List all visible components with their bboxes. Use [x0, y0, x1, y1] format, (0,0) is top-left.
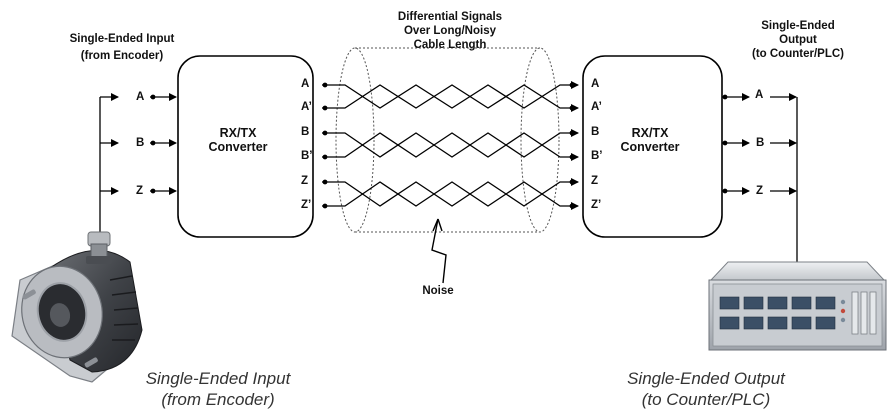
signals-title: Differential Signals Over Long/Noisy Cab…: [375, 10, 525, 52]
right-terminal-dot-b-bar: [569, 154, 575, 160]
noise-label: Noise: [422, 285, 454, 297]
right-terminal-dot-z: [569, 179, 575, 185]
left-pin-a: A: [301, 78, 310, 90]
twisted-line-a-bar: [322, 84, 579, 112]
left-terminal-dot-b-bar: [322, 154, 328, 160]
output-pin-z: Z: [756, 185, 764, 197]
encoder-caption-line-1: Single-Ended Input: [145, 369, 291, 388]
left-pin-z: Z: [301, 175, 309, 187]
left-converter-label: RX/TX Converter: [178, 126, 298, 154]
input-bus: [99, 93, 177, 226]
noise-arrow: [431, 218, 447, 284]
right-terminal-dot-a-bar: [569, 105, 575, 111]
right-converter-label-line-1: RX/TX: [631, 126, 669, 140]
output-title-line-2: Output: [779, 34, 817, 46]
right-pin-b: B: [591, 126, 600, 138]
twisted-line-z: [322, 178, 579, 207]
right-terminal-dot-z-bar: [569, 203, 575, 209]
right-pin-z-bar: Z’: [591, 199, 602, 211]
right-converter-label-line-2: Converter: [620, 140, 680, 154]
left-pin-b-bar: B’: [301, 150, 313, 162]
left-terminal-dot-z-bar: [322, 203, 328, 209]
counter-caption-line-2: (to Counter/PLC): [641, 390, 771, 409]
right-converter-box: [582, 55, 723, 238]
counter-caption-line-1: Single-Ended Output: [627, 369, 785, 388]
right-pin-a: A: [591, 78, 600, 90]
left-pin-a-bar: A’: [301, 101, 312, 113]
left-terminal-dot-a-bar: [322, 105, 328, 111]
input-terminal-dots: [150, 94, 156, 194]
signals-title-line-2: Over Long/Noisy: [403, 25, 497, 37]
right-terminal-dot-b: [569, 130, 575, 136]
encoder-caption: Single-Ended Input (from Encoder): [118, 368, 318, 410]
output-title-line-3: (to Counter/PLC): [752, 48, 844, 60]
twisted-line-b: [322, 129, 579, 158]
twisted-line-a: [322, 81, 579, 109]
input-pin-b: B: [136, 137, 145, 149]
rotary-encoder-icon: [11, 226, 143, 383]
left-converter-label-line-2: Converter: [208, 140, 268, 154]
input-title: Single-Ended Input (from Encoder): [58, 32, 186, 63]
left-pin-b: B: [301, 126, 310, 138]
right-pin-b-bar: B’: [591, 150, 603, 162]
twisted-line-b-bar: [322, 132, 579, 161]
counter-plc-icon: [708, 261, 887, 351]
left-terminal-dot-b: [322, 130, 328, 136]
twisted-line-z-bar: [322, 181, 579, 210]
left-converter-label-line-1: RX/TX: [219, 126, 257, 140]
signals-title-line-3: Cable Length: [413, 39, 487, 51]
output-title: Single-Ended Output (to Counter/PLC): [742, 19, 854, 61]
right-converter-label: RX/TX Converter: [590, 126, 710, 154]
left-converter-box: [177, 55, 314, 238]
twisted-pairs: [322, 81, 579, 210]
input-title-line-2: (from Encoder): [80, 50, 164, 62]
left-terminal-dot-a: [322, 82, 328, 88]
output-pin-b: B: [756, 137, 765, 149]
input-pin-z: Z: [136, 185, 144, 197]
signals-title-line-1: Differential Signals: [397, 11, 503, 23]
encoder-caption-line-2: (from Encoder): [161, 390, 275, 409]
cable-shield: [335, 47, 560, 233]
left-terminal-dot-z: [322, 179, 328, 185]
output-terminal-dots: [722, 94, 728, 194]
input-pin-a: A: [136, 91, 145, 103]
right-pin-a-bar: A’: [591, 101, 602, 113]
output-pin-a: A: [755, 89, 764, 101]
right-pin-z: Z: [591, 175, 599, 187]
right-terminal-dot-a: [569, 82, 575, 88]
output-title-line-1: Single-Ended: [761, 20, 835, 32]
output-bus: [722, 93, 798, 262]
counter-caption: Single-Ended Output (to Counter/PLC): [596, 368, 816, 410]
input-title-line-1: Single-Ended Input: [69, 33, 175, 45]
left-pin-z-bar: Z’: [301, 199, 312, 211]
